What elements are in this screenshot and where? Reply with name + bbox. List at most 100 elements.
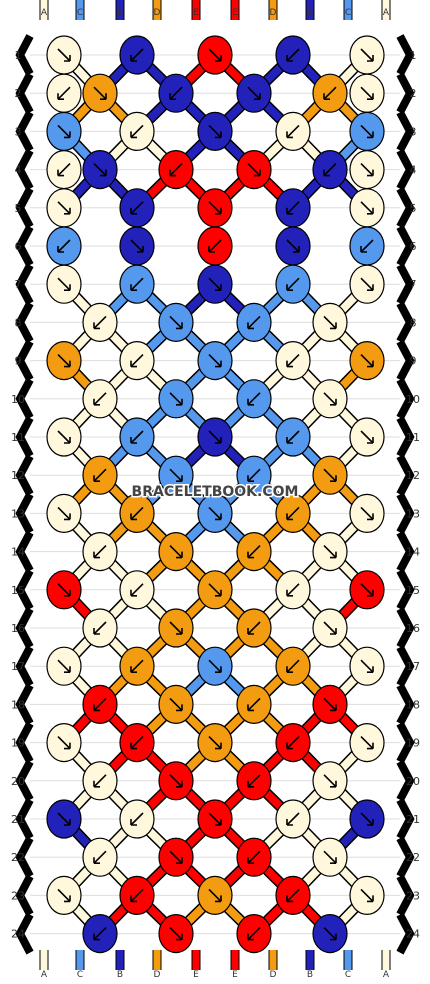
knot: [312, 150, 348, 190]
row-number: 14: [406, 546, 420, 559]
edge-thread: [15, 912, 34, 955]
edge-thread: [15, 301, 34, 344]
edge-thread: [396, 301, 415, 344]
knot: [119, 570, 155, 610]
row-number: 12: [11, 469, 25, 482]
string-label: E: [232, 8, 238, 18]
knot: [46, 35, 82, 75]
edge-thread: [396, 72, 415, 115]
string-label: C: [345, 970, 351, 980]
knot: [158, 73, 194, 113]
knot: [197, 111, 233, 151]
row-number: 5: [410, 202, 417, 215]
row-number: 1: [410, 49, 417, 62]
row-number: 6: [15, 240, 22, 253]
row-number: 7: [15, 278, 22, 291]
knot: [119, 799, 155, 839]
edge-thread: [15, 454, 34, 497]
row-number: 9: [410, 355, 417, 368]
row-number: 18: [11, 698, 25, 711]
knot: [349, 799, 385, 839]
knot: [82, 684, 118, 725]
knot-grid: [46, 35, 385, 954]
edge-thread: [396, 148, 415, 191]
knot: [349, 417, 385, 457]
row-number: 11: [11, 431, 25, 444]
knot: [158, 913, 194, 954]
row-number: 24: [406, 928, 420, 941]
knot: [275, 226, 311, 266]
knot: [158, 379, 194, 419]
edge-thread: [15, 721, 34, 764]
row-number: 9: [15, 355, 22, 368]
knot: [46, 417, 82, 457]
knot: [197, 722, 233, 763]
knot: [119, 226, 155, 266]
edge-thread: [15, 377, 34, 420]
knot: [119, 417, 155, 457]
knot: [158, 302, 194, 342]
string-label: E: [193, 8, 199, 18]
knot: [46, 341, 82, 381]
knot: [46, 646, 82, 686]
string-label: C: [345, 8, 351, 18]
knot: [349, 493, 385, 534]
knot: [275, 493, 311, 534]
knot: [349, 341, 385, 381]
knot: [236, 150, 272, 190]
row-number: 2: [410, 87, 417, 100]
knot: [275, 799, 311, 839]
row-number: 21: [406, 813, 420, 826]
knot: [349, 73, 385, 113]
edge-thread: [396, 798, 415, 840]
row-number: 6: [410, 240, 417, 253]
edge-thread: [15, 339, 34, 382]
knot: [119, 264, 155, 304]
knot: [46, 111, 82, 151]
edge-thread: [15, 263, 34, 306]
knot: [119, 35, 155, 75]
string-label: B: [117, 970, 123, 980]
knot: [46, 73, 82, 113]
edge-thread: [396, 34, 415, 76]
knot: [82, 837, 118, 877]
edge-thread: [15, 110, 34, 153]
row-number: 16: [11, 622, 25, 635]
edge-thread: [396, 416, 415, 458]
knot: [197, 188, 233, 228]
knot: [312, 379, 348, 419]
knot: [312, 684, 348, 725]
row-number: 8: [410, 316, 417, 329]
knot: [349, 875, 385, 916]
knot: [312, 302, 348, 342]
knot: [82, 73, 118, 113]
row-number: 2: [15, 87, 22, 100]
string-label: D: [270, 970, 277, 980]
knot: [197, 646, 233, 686]
edge-thread: [15, 34, 34, 76]
knot: [312, 837, 348, 877]
knot: [275, 646, 311, 686]
knot: [82, 761, 118, 801]
knot: [275, 341, 311, 381]
string-label: D: [154, 8, 161, 18]
row-number: 10: [11, 393, 25, 406]
string-label: B: [307, 970, 313, 980]
knot: [349, 111, 385, 151]
knot: [82, 913, 118, 954]
edge-thread: [15, 874, 34, 917]
row-number: 14: [11, 546, 25, 559]
row-number: 23: [11, 889, 25, 902]
knot: [46, 493, 82, 534]
knot: [158, 837, 194, 877]
edge-thread: [396, 225, 415, 267]
knot: [236, 913, 272, 954]
knot: [349, 722, 385, 763]
knot: [236, 837, 272, 877]
knot: [275, 111, 311, 151]
knot: [119, 875, 155, 916]
edge-thread: [396, 110, 415, 153]
